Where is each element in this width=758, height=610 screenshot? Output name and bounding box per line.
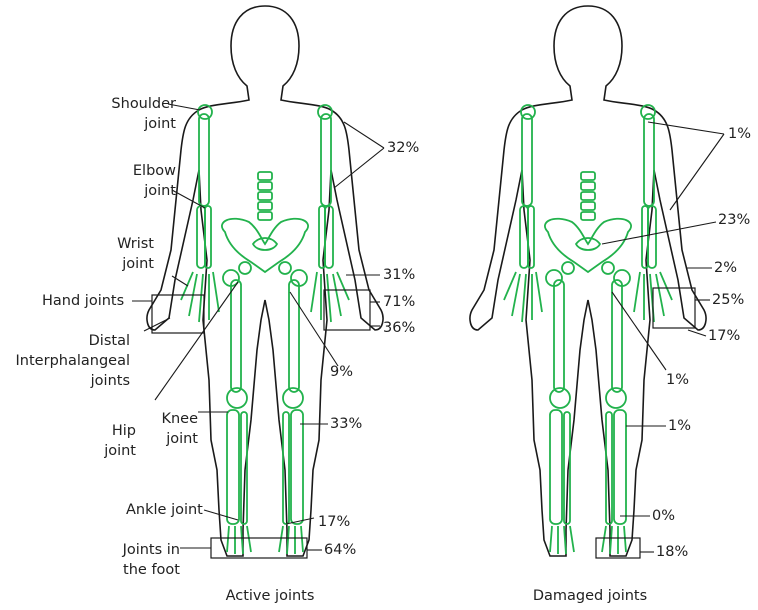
distal-label-line3: joints bbox=[0, 371, 130, 391]
active-hand-value: 71% bbox=[383, 292, 415, 312]
ankle-joint-label: Ankle joint bbox=[126, 500, 203, 520]
damaged-leader-lines bbox=[602, 122, 724, 552]
damaged-foot-value: 18% bbox=[656, 542, 688, 562]
active-shoulder-elbow-value: 32% bbox=[387, 138, 419, 158]
damaged-body-outline bbox=[470, 6, 706, 556]
wrist-joint-label: Wrist joint bbox=[80, 234, 154, 274]
damaged-skeleton bbox=[504, 105, 672, 554]
active-joints-caption: Active joints bbox=[190, 586, 350, 606]
elbow-label-line2: joint bbox=[80, 181, 176, 201]
knee-joint-label: Knee joint bbox=[140, 409, 198, 449]
hip-label-line2: joint bbox=[80, 441, 136, 461]
hand-joints-label: Hand joints bbox=[42, 291, 124, 311]
damaged-hand-value: 25% bbox=[712, 290, 744, 310]
wrist-label-line2: joint bbox=[80, 254, 154, 274]
damaged-joints-caption: Damaged joints bbox=[510, 586, 670, 606]
distal-label-line1: Distal bbox=[0, 331, 130, 351]
knee-label-line2: joint bbox=[140, 429, 198, 449]
damaged-ankle-value: 0% bbox=[652, 506, 675, 526]
shoulder-label-line1: Shoulder bbox=[80, 94, 176, 114]
foot-joints-label: Joints in the foot bbox=[90, 540, 180, 580]
active-hand-box-left bbox=[152, 295, 204, 333]
active-body-outline bbox=[147, 6, 383, 556]
foot-label-line2: the foot bbox=[90, 560, 180, 580]
shoulder-label-line2: joint bbox=[80, 114, 176, 134]
active-distal-value: 36% bbox=[383, 318, 415, 338]
elbow-label-line1: Elbow bbox=[80, 161, 176, 181]
damaged-spine-value: 23% bbox=[718, 210, 750, 230]
active-wrist-value: 31% bbox=[383, 265, 415, 285]
distal-joints-label: Distal Interphalangeal joints bbox=[0, 331, 130, 391]
active-figure bbox=[147, 6, 383, 556]
damaged-knee-value: 1% bbox=[668, 416, 691, 436]
foot-label-line1: Joints in bbox=[90, 540, 180, 560]
active-ankle-value: 17% bbox=[318, 512, 350, 532]
knee-label-line1: Knee bbox=[140, 409, 198, 429]
damaged-figure bbox=[470, 6, 706, 556]
distal-label-line2: Interphalangeal bbox=[0, 351, 130, 371]
hip-label-line1: Hip bbox=[80, 421, 136, 441]
shoulder-joint-label: Shoulder joint bbox=[80, 94, 176, 134]
active-foot-value: 64% bbox=[324, 540, 356, 560]
damaged-shoulder-elbow-value: 1% bbox=[728, 124, 751, 144]
active-foot-box bbox=[211, 538, 307, 558]
damaged-distal-value: 17% bbox=[708, 326, 740, 346]
hip-joint-label: Hip joint bbox=[80, 421, 136, 461]
damaged-hip-value: 1% bbox=[666, 370, 689, 390]
elbow-joint-label: Elbow joint bbox=[80, 161, 176, 201]
active-hip-value: 9% bbox=[330, 362, 353, 382]
damaged-wrist-value: 2% bbox=[714, 258, 737, 278]
wrist-label-line1: Wrist bbox=[80, 234, 154, 254]
active-knee-value: 33% bbox=[330, 414, 362, 434]
